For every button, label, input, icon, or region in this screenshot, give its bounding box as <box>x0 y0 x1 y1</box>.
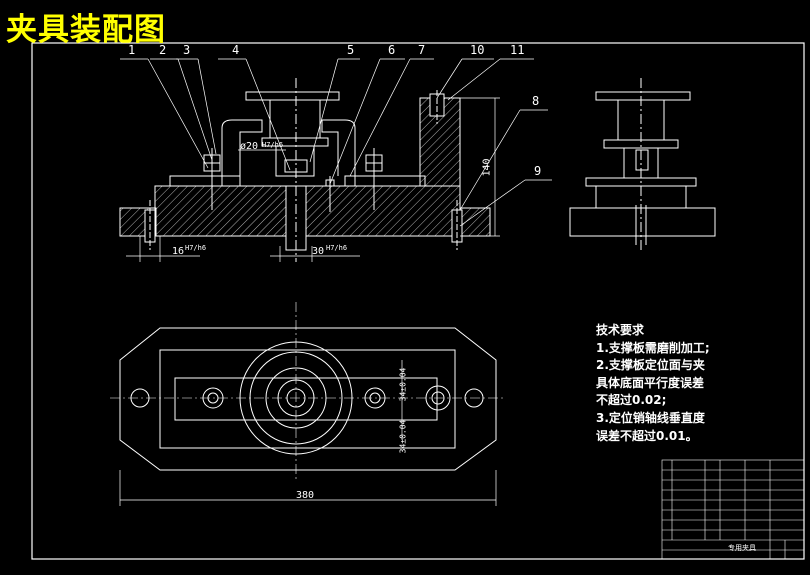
callout-2: 2 <box>159 43 167 57</box>
notes-item: 2.支撑板定位面与夹 <box>596 358 705 373</box>
dim-tol-lower: 34±0.04 <box>398 419 408 454</box>
dim-height: 140 <box>481 158 493 177</box>
top-view <box>110 302 505 506</box>
dim-bore-fit: H7/h6 <box>262 141 284 149</box>
dim-tol-upper: 34±0.04 <box>398 367 408 402</box>
drawing-title: 夹具装配图 <box>6 12 166 48</box>
side-view <box>569 78 716 250</box>
dim-bore: ø20 <box>240 141 259 152</box>
callout-1: 1 <box>128 43 136 57</box>
front-section-view <box>119 78 491 262</box>
notes-heading: 技术要求 <box>596 323 645 337</box>
callout-8: 8 <box>532 94 540 108</box>
callout-4: 4 <box>232 43 240 57</box>
callout-3: 3 <box>183 43 191 57</box>
callout-6: 6 <box>388 43 396 57</box>
notes-item: 不超过0.02; <box>596 393 667 408</box>
notes-item: 3.定位销轴线垂直度 <box>596 410 705 425</box>
callout-10: 10 <box>470 43 485 57</box>
notes-item: 具体底面平行度误差 <box>596 375 705 390</box>
callout-leaders <box>120 58 552 227</box>
title-block <box>661 459 805 560</box>
callout-9: 9 <box>534 164 542 178</box>
callout-11: 11 <box>510 43 525 57</box>
callout-7: 7 <box>418 43 426 57</box>
notes-item: 1.支撑板需磨削加工; <box>596 340 710 355</box>
dim-pin-left-fit: H7/h6 <box>185 244 207 252</box>
drawing-border <box>31 42 805 560</box>
title-block-name: 专用夹具 <box>728 544 756 552</box>
front-dimension-lines <box>126 97 500 262</box>
dim-center: 30 <box>312 246 325 257</box>
callout-5: 5 <box>347 43 355 57</box>
technical-requirements: 技术要求 1.支撑板需磨削加工; 2.支撑板定位面与夹 具体底面平行度误差 不超… <box>596 322 710 445</box>
dim-pin-left: 16 <box>172 246 185 257</box>
dim-length: 380 <box>296 490 315 501</box>
dim-center-fit: H7/h6 <box>326 244 348 252</box>
notes-item: 误差不超过0.01。 <box>596 428 698 443</box>
